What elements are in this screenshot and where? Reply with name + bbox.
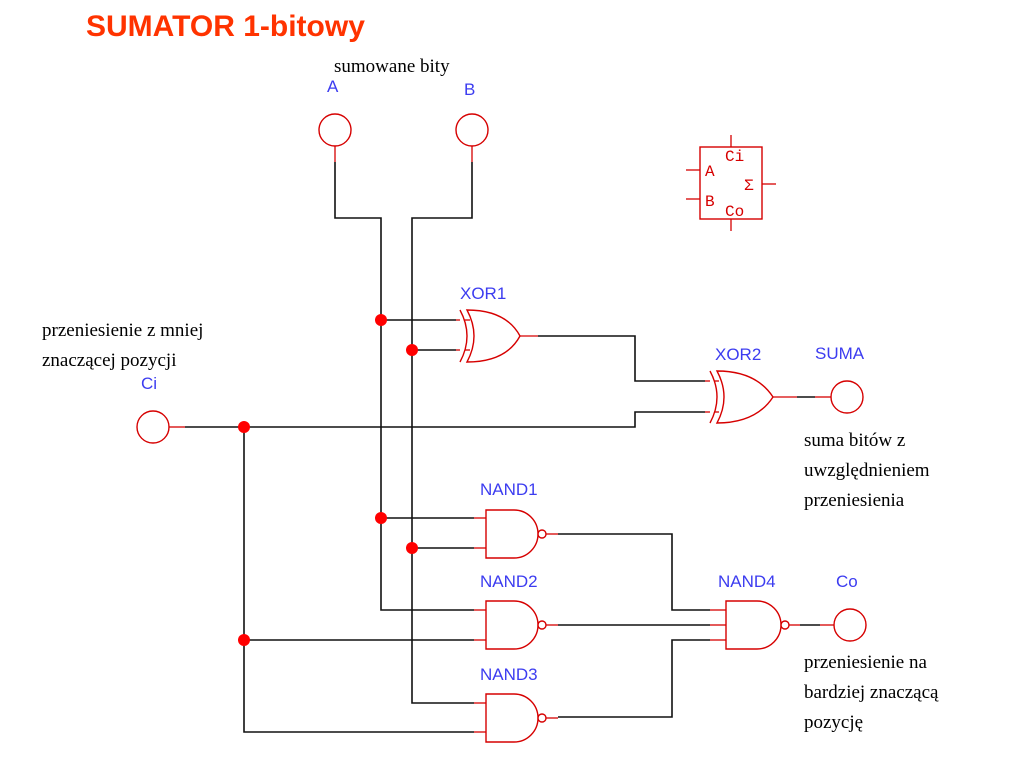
symbol-co-label: Co (725, 203, 744, 221)
carry-in-note-line1: przeniesienie z mniej (42, 320, 203, 341)
junction-ci-nand2 (238, 634, 250, 646)
pin-a: A (318, 77, 352, 162)
diagram-title: SUMATOR 1-bitowy (86, 10, 365, 43)
pin-b-label: B (464, 80, 475, 99)
nand2-label: NAND2 (480, 572, 538, 591)
full-adder-symbol: A B Ci Co Σ (686, 135, 776, 231)
symbol-ci-label: Ci (725, 148, 744, 166)
xor2-gate: XOR2 (705, 345, 797, 424)
pin-a-label: A (327, 77, 339, 96)
nand1-gate: NAND1 (474, 480, 558, 559)
carry-out-note-line2: bardziej znaczącą (804, 682, 939, 703)
junction-ci-main (238, 421, 250, 433)
nand1-label: NAND1 (480, 480, 538, 499)
carry-in-note-line2: znaczącej pozycji (42, 350, 176, 371)
junction-b-xor1 (406, 344, 418, 356)
xor1-gate: XOR1 (456, 284, 538, 363)
junction-a-nand1 (375, 512, 387, 524)
pin-ci-label: Ci (141, 374, 157, 393)
symbol-b-label: B (705, 193, 715, 211)
symbol-a-label: A (705, 163, 715, 181)
carry-out-note-line1: przeniesienie na (804, 652, 927, 673)
junctions (238, 314, 418, 646)
sum-note-line1: suma bitów z (804, 430, 905, 451)
nand4-gate: NAND4 (710, 572, 800, 650)
xor2-label: XOR2 (715, 345, 761, 364)
sum-note-line2: uwzględnieniem (804, 460, 930, 481)
xor1-label: XOR1 (460, 284, 506, 303)
pin-co: Co (820, 572, 867, 642)
carry-out-note-line3: pozycję (804, 712, 863, 733)
pin-suma-label: SUMA (815, 344, 865, 363)
pin-ci: Ci (136, 374, 185, 444)
nand3-gate: NAND3 (474, 665, 558, 743)
wires (185, 162, 820, 733)
nand4-label: NAND4 (718, 572, 776, 591)
pin-b: B (455, 80, 489, 162)
pin-co-label: Co (836, 572, 858, 591)
nand3-label: NAND3 (480, 665, 538, 684)
junction-b-nand1 (406, 542, 418, 554)
junction-a-xor1 (375, 314, 387, 326)
pin-suma: SUMA (815, 344, 865, 414)
nand2-gate: NAND2 (474, 572, 558, 650)
inputs-note: sumowane bity (334, 56, 450, 77)
symbol-sigma-label: Σ (744, 177, 754, 195)
sum-note-line3: przeniesienia (804, 490, 905, 511)
